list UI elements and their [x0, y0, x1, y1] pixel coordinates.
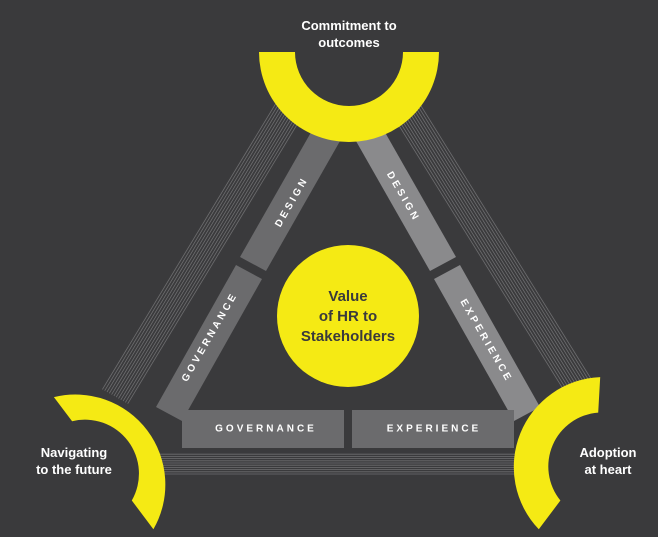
hatch-right-line [386, 95, 578, 402]
yellow-arc-left [53, 394, 166, 530]
hatch-left-line [122, 95, 309, 402]
hatch-left-line [127, 98, 314, 404]
hatch-left-line [106, 86, 293, 393]
hatch-left-line [111, 89, 297, 395]
hatch-lines [102, 84, 598, 475]
yellow-arc-top [259, 52, 439, 142]
hatch-right-line [384, 97, 575, 403]
node-label-top: Commitment to outcomes [249, 17, 449, 51]
segment-bottom-left [182, 410, 344, 448]
hatch-left-line [102, 84, 288, 390]
hatch-right-line [402, 86, 594, 393]
center-circle [277, 245, 419, 387]
node-label-right: Adoption at heart [562, 444, 654, 478]
center-label-line1: Value [328, 288, 368, 305]
hatch-right-line [381, 98, 573, 404]
hatch-left-line [120, 94, 307, 401]
node-label-top-line2: outcomes [318, 35, 380, 50]
hatch-left-line [125, 97, 311, 403]
node-label-left: Navigating to the future [4, 444, 144, 478]
center-label-line2: of HR to [318, 308, 378, 325]
node-label-left-line1: Navigating [40, 445, 108, 460]
segment-left-upper [240, 113, 348, 271]
hatch-left-line [104, 85, 291, 391]
hatch-right-line [398, 89, 589, 395]
hatch-left-line [113, 90, 300, 397]
segment-right-lower [434, 265, 540, 421]
node-label-top-line1: Commitment to [301, 18, 397, 33]
node-label-right-line2: at heart [584, 462, 632, 477]
center-label: Value of HR to Stakeholders [258, 287, 438, 347]
node-label-right-line1: Adoption [579, 445, 637, 460]
hatch-left-line [115, 91, 302, 398]
hatch-right-line [407, 84, 598, 390]
hatch-left-line [108, 88, 295, 394]
segment-left-lower [156, 265, 262, 421]
hatch-right-line [404, 85, 596, 391]
hatch-right-line [391, 93, 582, 399]
segment-label-right-lower: EXPERIENCE [457, 297, 514, 384]
yellow-arc-right [513, 377, 601, 530]
hatch-left-line [118, 93, 304, 399]
segment-bottom-right [352, 410, 514, 448]
node-label-left-line2: to the future [36, 462, 112, 477]
segment-label-bottom-right: EXPERIENCE [387, 424, 481, 435]
hatch-right-line [393, 91, 585, 398]
hatch-right-line [395, 90, 587, 397]
hatch-right-line [388, 94, 580, 401]
segment-right-upper [348, 113, 456, 271]
segment-label-bottom-left: GOVERNANCE [215, 424, 317, 435]
center-label-line3: Stakeholders [300, 328, 396, 345]
hatch-right-line [400, 88, 592, 394]
